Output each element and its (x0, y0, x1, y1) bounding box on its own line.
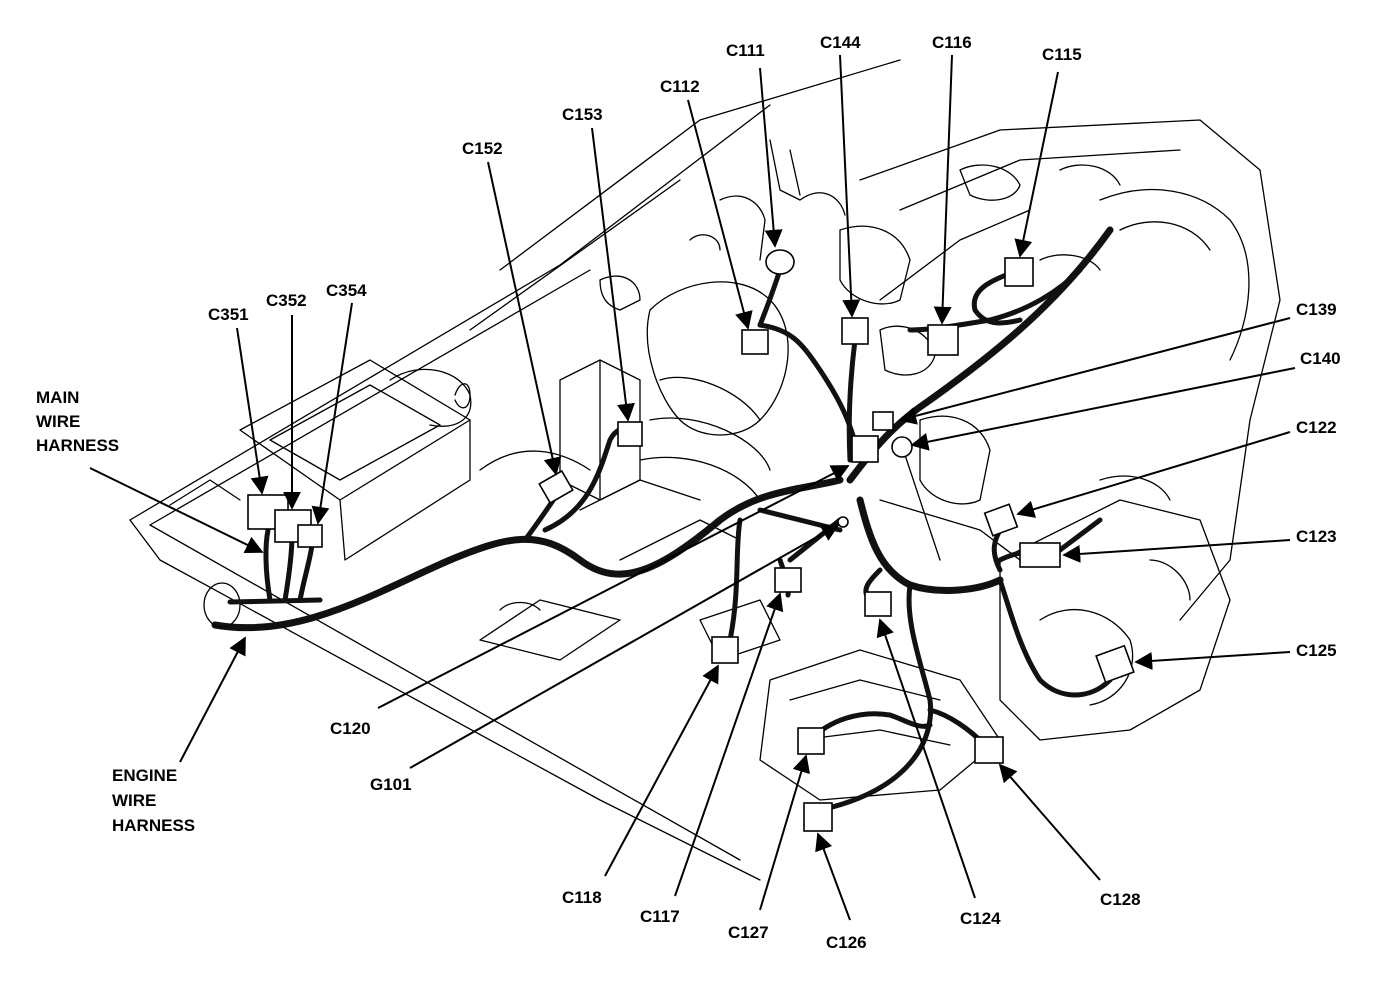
label-main-line2: WIRE (36, 412, 80, 431)
leader-c125 (1134, 651, 1291, 670)
connectors (247, 249, 1135, 832)
leader-c123 (1062, 539, 1291, 563)
leader-c115 (1014, 71, 1059, 258)
label-c124: C124 (960, 909, 1001, 928)
label-c127: C127 (728, 923, 769, 942)
label-c354: C354 (326, 281, 367, 300)
leader-c120 (377, 465, 850, 709)
connector-c123 (1019, 542, 1061, 568)
label-c352: C352 (266, 291, 307, 310)
label-g101: G101 (370, 775, 412, 794)
label-c115: C115 (1042, 45, 1082, 64)
leader-c116 (933, 54, 953, 325)
connector-c122 (983, 503, 1019, 537)
label-c122: C122 (1296, 418, 1337, 437)
connector-c125 (1095, 644, 1135, 684)
label-main-line3: HARNESS (36, 436, 119, 455)
leader-c122 (1016, 431, 1291, 518)
leader-engine-wire-harness (179, 636, 246, 763)
label-c153: C153 (562, 105, 603, 124)
leader-c139 (898, 317, 1291, 425)
label-main-line1: MAIN (36, 388, 79, 407)
leader-c128 (998, 763, 1101, 881)
label-c117: C117 (640, 907, 680, 926)
connector-c153 (617, 421, 643, 447)
connector-c127 (797, 727, 825, 755)
label-c120: C120 (330, 719, 371, 738)
label-c126: C126 (826, 933, 867, 952)
connector-c120-hub (851, 435, 879, 463)
leader-main-wire-harness (89, 467, 264, 553)
connector-c112 (741, 329, 769, 355)
leader-c153 (591, 127, 635, 422)
label-c128: C128 (1100, 890, 1141, 909)
leader-c354 (311, 302, 353, 525)
connector-c354 (297, 524, 323, 548)
label-c139: C139 (1296, 300, 1337, 319)
leader-c152 (487, 161, 562, 476)
leader-c117 (674, 592, 784, 897)
connector-c111 (765, 249, 795, 275)
label-c125: C125 (1296, 641, 1337, 660)
label-c152: C152 (462, 139, 503, 158)
label-engine-line3: HARNESS (112, 816, 195, 835)
ground-g101 (837, 516, 849, 528)
connector-c117 (774, 567, 802, 593)
connector-c124 (864, 591, 892, 617)
labels: C111 C144 C116 C115 C112 C153 C152 C351 … (36, 33, 1341, 952)
label-c123: C123 (1296, 527, 1337, 546)
connector-c139 (872, 411, 894, 431)
label-engine-line1: ENGINE (112, 766, 177, 785)
connector-c126 (803, 802, 833, 832)
leader-c144 (839, 54, 861, 318)
leader-lines (89, 54, 1296, 921)
label-c111: C111 (726, 41, 765, 60)
leader-g101 (409, 524, 840, 769)
connector-c116 (927, 324, 959, 356)
label-engine-line2: WIRE (112, 791, 156, 810)
connector-c152 (538, 469, 574, 505)
label-c112: C112 (660, 77, 700, 96)
connector-c140 (891, 436, 913, 458)
connector-c118 (711, 636, 739, 664)
engine-bay-outline (129, 59, 1281, 881)
label-c140: C140 (1300, 349, 1341, 368)
leader-c118 (604, 664, 719, 877)
leader-c124 (876, 618, 976, 899)
label-c351: C351 (208, 305, 249, 324)
label-main-wire-harness: MAIN WIRE HARNESS (36, 388, 119, 455)
label-c116: C116 (932, 33, 972, 52)
label-engine-wire-harness: ENGINE WIRE HARNESS (112, 766, 195, 835)
leader-c140 (910, 367, 1296, 451)
connector-c115 (1004, 257, 1034, 287)
leader-c351 (236, 327, 269, 495)
leader-c112 (687, 99, 753, 330)
leader-c127 (759, 754, 810, 911)
label-c144: C144 (820, 33, 861, 52)
connector-c144 (841, 317, 869, 345)
label-c118: C118 (562, 888, 602, 907)
connector-c128 (974, 736, 1004, 764)
leader-c111 (759, 67, 783, 248)
leader-c126 (815, 832, 851, 921)
